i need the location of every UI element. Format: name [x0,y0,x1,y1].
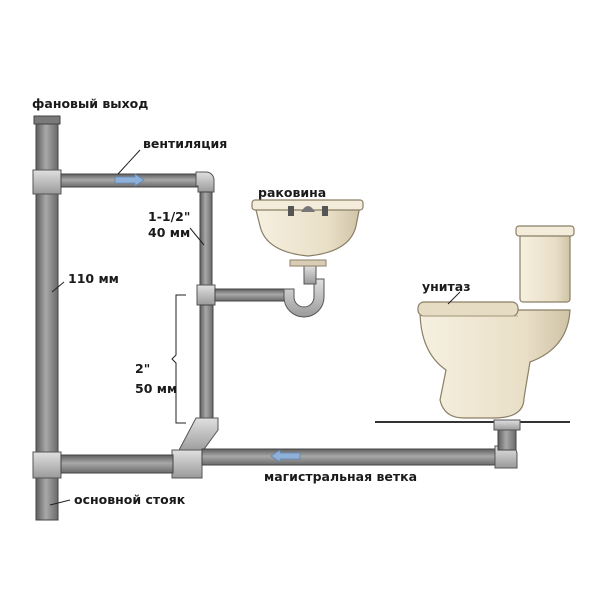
sink [251,199,364,267]
leader-toilet [447,291,461,305]
main-branch-tee [171,449,203,479]
leader-40mm [189,227,205,246]
ventilation-flow-arrow [114,173,145,187]
toilet-flange [493,419,521,431]
sink-tailpiece [303,265,317,285]
main-branch-pipe-left [60,454,174,474]
riser-top-cap [33,115,61,125]
sink-siphon [283,278,325,318]
riser-upper-tee [32,169,62,195]
toilet [417,225,575,419]
main-branch-flow-arrow [270,449,301,463]
branch-sink-tee [196,284,216,306]
label-ventilation: вентиляция [143,136,228,151]
leader-ventilation [117,149,141,175]
label-main-branch: магистральная ветка [264,469,418,484]
label-riser-size: 110 мм [68,271,119,286]
bracket-50mm [171,294,186,424]
toilet-riser-pipe [497,427,517,451]
branch-pipe-50mm [199,304,214,421]
sink-drain-pipe [214,288,291,302]
ventilation-elbow [195,171,215,193]
branch-pipe-40mm [199,191,213,288]
label-size-small-mm: 40 мм [148,225,191,240]
label-toilet: унитаз [422,279,471,294]
riser-lower-tee [32,451,62,479]
label-size-mid-mm: 50 мм [135,381,178,396]
label-sink: раковина [258,185,327,200]
label-size-mid-in: 2" [135,361,151,376]
label-main-riser: основной стояк [74,492,186,507]
main-branch-pipe-right [201,448,501,466]
leader-110mm [51,281,65,293]
leader-riser [49,499,71,506]
label-vent-outlet: фановый выход [32,96,149,111]
angle-fitting [177,417,219,453]
label-size-small-in: 1-1/2" [148,209,191,224]
